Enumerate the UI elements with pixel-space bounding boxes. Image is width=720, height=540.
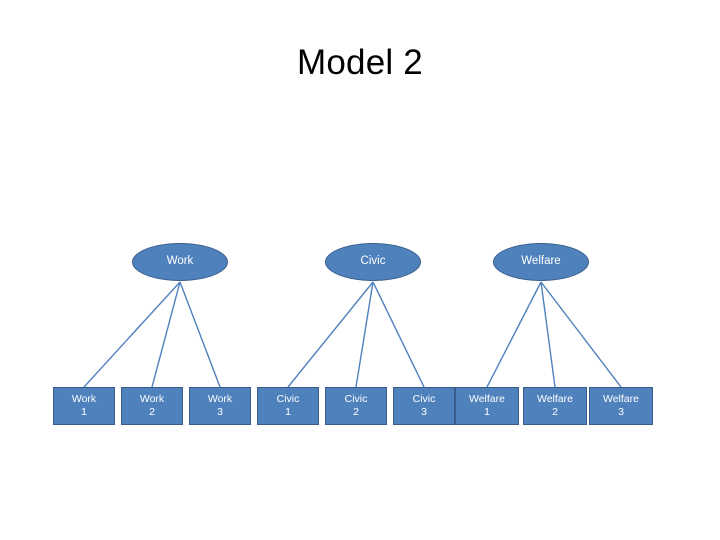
- latent-node-label: Work: [166, 255, 194, 268]
- indicator-node-name: Work: [139, 393, 165, 405]
- indicator-node-name: Civic: [344, 393, 368, 405]
- indicator-node-number: 2: [552, 406, 558, 418]
- indicator-node-number: 3: [217, 406, 223, 418]
- indicator-node-name: Welfare: [537, 393, 573, 405]
- indicator-node-name: Welfare: [469, 393, 505, 405]
- indicator-node-name: Work: [207, 393, 233, 405]
- indicator-node-number: 2: [149, 406, 155, 418]
- edge-civic-to-civic-3: [372, 281, 425, 388]
- indicator-node-number: 2: [353, 406, 359, 418]
- edge-work-to-work-1: [83, 281, 181, 388]
- latent-node-work[interactable]: Work: [132, 243, 228, 281]
- indicator-node-number: 1: [484, 406, 490, 418]
- indicator-node-name: Civic: [412, 393, 436, 405]
- indicator-node-number: 1: [81, 406, 87, 418]
- page-title: Model 2: [297, 43, 423, 82]
- edge-work-to-work-2: [151, 281, 181, 388]
- indicator-node-number: 1: [285, 406, 291, 418]
- indicator-node-name: Civic: [276, 393, 300, 405]
- edge-work-to-work-3: [179, 281, 221, 388]
- latent-node-label: Welfare: [521, 255, 561, 268]
- latent-node-civic[interactable]: Civic: [325, 243, 421, 281]
- indicator-node-name: Work: [71, 393, 97, 405]
- indicator-node-number: 3: [618, 406, 624, 418]
- latent-node-label: Civic: [360, 255, 386, 268]
- indicator-node-name: Welfare: [603, 393, 639, 405]
- edge-welfare-to-welfare-2: [540, 281, 556, 388]
- edge-civic-to-civic-2: [355, 281, 374, 388]
- indicator-node-number: 3: [421, 406, 427, 418]
- edge-welfare-to-welfare-3: [540, 281, 622, 388]
- edge-civic-to-civic-1: [287, 281, 374, 388]
- latent-node-welfare[interactable]: Welfare: [493, 243, 589, 281]
- edge-welfare-to-welfare-1: [486, 281, 542, 388]
